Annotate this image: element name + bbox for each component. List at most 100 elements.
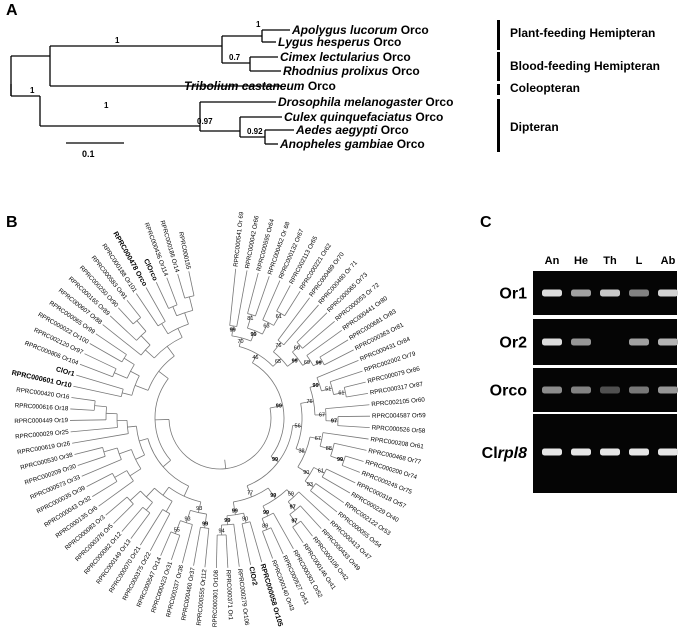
tree-branch xyxy=(135,454,145,460)
tree-branch xyxy=(145,487,155,498)
tree-branch xyxy=(161,323,169,335)
tree-bootstrap-value: 93 xyxy=(184,516,190,522)
tree-branch xyxy=(302,320,335,349)
tree-branch xyxy=(334,442,367,451)
tree-branch-arc xyxy=(147,438,189,487)
tree-leaf-label: RPRC000279 Or106 xyxy=(236,568,250,626)
tree-branch xyxy=(310,490,338,513)
tree-branch xyxy=(114,372,128,379)
tree-branch xyxy=(183,485,190,497)
bootstrap-value: 1 xyxy=(104,101,109,110)
tree-branch xyxy=(72,433,129,444)
tree-branch-arc xyxy=(262,319,274,326)
tree-branch-arc xyxy=(132,317,141,325)
tree-branch xyxy=(77,455,106,466)
tree-bootstrap-value: 90 xyxy=(303,470,309,476)
tree-branch xyxy=(333,391,346,395)
tree-branch xyxy=(231,325,234,336)
tree-branch-arc xyxy=(135,426,145,456)
tree-branch xyxy=(262,280,281,321)
tree-branch xyxy=(105,496,128,516)
tree-branch-arc xyxy=(276,310,285,317)
tree-branch xyxy=(188,271,195,296)
tree-leaf-label: ClOr1 xyxy=(55,366,75,378)
gel-band xyxy=(658,338,678,346)
gel-band xyxy=(600,289,620,297)
tree-leaf-label: RPRC000317 Or87 xyxy=(369,381,424,397)
tree-branch xyxy=(145,502,153,511)
tree-branch xyxy=(306,329,342,356)
tree-bootstrap-value: 55 xyxy=(174,527,180,533)
tree-branch-arc xyxy=(289,505,301,515)
tree-branch-arc xyxy=(321,468,327,478)
tree-branch xyxy=(345,455,364,462)
tree-branch-arc xyxy=(319,432,324,447)
tree-branch-arc xyxy=(126,364,135,379)
panel-c-label: C xyxy=(480,214,492,231)
group-plant-feeding: Plant-feeding Hemipteran xyxy=(510,26,655,40)
tree-branch xyxy=(81,459,122,477)
tree-branch xyxy=(127,425,137,428)
gel-band xyxy=(571,338,591,346)
tree-branch xyxy=(136,320,147,332)
tree-branch xyxy=(292,425,302,427)
tree-branch-arc xyxy=(184,295,195,299)
tree-branch xyxy=(170,535,181,561)
tree-bootstrap-value: 99 xyxy=(270,493,276,499)
tree-branch xyxy=(70,419,107,421)
tree-branch-arc xyxy=(140,344,151,356)
tree-branch-arc xyxy=(310,483,317,491)
gel-lane-label: He xyxy=(574,255,588,267)
tree-branch xyxy=(94,405,107,408)
tree-bootstrap-value: 59 xyxy=(288,492,294,498)
tree-bootstrap-value: 99 xyxy=(224,518,230,524)
tree-branch xyxy=(224,459,227,469)
tree-branch xyxy=(139,438,148,442)
tree-branch xyxy=(232,501,236,515)
tree-branch xyxy=(181,524,193,564)
taxon-aedes-aegypti: Aedes aegypti Orco xyxy=(295,123,409,137)
tree-branch-arc xyxy=(105,406,107,420)
group-brackets xyxy=(497,20,500,152)
bootstrap-value: 0.97 xyxy=(197,117,213,126)
tree-branch xyxy=(74,447,103,455)
tree-branch xyxy=(273,313,282,326)
tree-branch-arc xyxy=(292,351,304,366)
tree-branch xyxy=(247,272,259,314)
tree-branch-arc xyxy=(147,355,175,391)
tree-branch xyxy=(341,465,360,473)
bootstrap-value: 0.92 xyxy=(247,127,263,136)
tree-branch xyxy=(70,408,95,411)
gel-band xyxy=(658,386,678,394)
tree-branch xyxy=(241,523,251,565)
tree-branch xyxy=(84,353,117,370)
tree-branch xyxy=(304,480,314,488)
tree-bootstrap-value: 94 xyxy=(219,528,225,534)
tree-branch xyxy=(162,486,170,496)
panel-a-label: A xyxy=(6,2,18,19)
tree-bootstrap-value: 99 xyxy=(337,457,343,463)
tree-branch xyxy=(162,459,171,468)
gel-band xyxy=(571,386,591,394)
tree-branch xyxy=(145,287,166,322)
tree-bootstrap-value: 56 xyxy=(295,423,301,429)
tree-branch-arc xyxy=(140,490,153,503)
tree-bootstrap-value: 76 xyxy=(275,343,281,349)
tree-branch xyxy=(250,330,256,342)
tree-branch-arc xyxy=(93,400,96,411)
tree-leaf-label: RPRC000301 Or108 xyxy=(212,569,220,627)
tree-branch xyxy=(246,485,252,498)
tree-branch xyxy=(262,505,269,517)
taxon-drosophila-melanogaster: Drosophila melanogaster Orco xyxy=(278,95,453,109)
tree-branch xyxy=(95,333,127,355)
tree-bootstrap-value: 67 xyxy=(319,412,325,418)
tree-branch-arc xyxy=(167,323,189,335)
tree-bootstrap-value: 67 xyxy=(315,436,321,442)
taxon-rhodnius-prolixus: Rhodnius prolixus Orco xyxy=(283,64,420,78)
group-blood-feeding: Blood-feeding Hemipteran xyxy=(510,59,660,73)
tree-bootstrap-value: 61 xyxy=(318,469,324,475)
tree-branch-arc xyxy=(126,470,134,482)
tree-branch xyxy=(287,358,299,367)
tree-branch xyxy=(188,296,194,311)
tree-branch-arc xyxy=(233,487,269,503)
